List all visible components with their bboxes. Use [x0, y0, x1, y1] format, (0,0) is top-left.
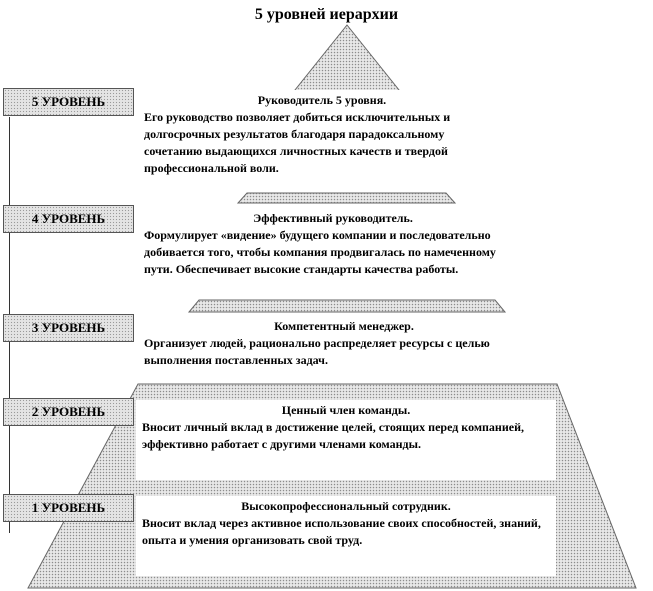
level-4-box: Эффективный руководитель. Формулирует «в…: [138, 208, 528, 280]
level-5-heading: Руководитель 5 уровня.: [257, 93, 387, 107]
level-3-label: 3 УРОВЕНЬ: [3, 314, 134, 342]
level-4-description: Формулирует «видение» будущего компании …: [144, 228, 496, 276]
diagram-title: 5 уровней иерархии: [254, 6, 399, 23]
level-2-heading: Ценный член команды.: [281, 403, 411, 417]
level-1-box: Высокопрофессиональный сотрудник. Вносит…: [136, 496, 556, 576]
level-4-label: 4 УРОВЕНЬ: [3, 205, 134, 233]
level-1-description: Вносит вклад через активное использовани…: [142, 516, 541, 547]
level-4-heading: Эффективный руководитель.: [253, 211, 413, 225]
level-5-description: Его руководство позволяет добиться исклю…: [144, 110, 451, 175]
pyramid-band-2: [236, 192, 457, 204]
pyramid-band-3: [187, 299, 507, 313]
level-1-heading: Высокопрофессиональный сотрудник.: [241, 499, 451, 513]
level-2-label: 2 УРОВЕНЬ: [3, 398, 134, 426]
level-1-label: 1 УРОВЕНЬ: [3, 494, 134, 522]
level-5-box: Руководитель 5 уровня. Его руководство п…: [138, 90, 506, 179]
level-3-heading: Компетентный менеджер.: [274, 319, 414, 333]
pyramid-band-1: [289, 24, 405, 96]
level-2-description: Вносит личный вклад в достижение целей, …: [142, 420, 524, 451]
level-2-box: Ценный член команды. Вносит личный вклад…: [136, 400, 556, 480]
level-3-box: Компетентный менеджер. Организует людей,…: [138, 316, 550, 371]
level-3-description: Организует людей, рационально распределя…: [144, 336, 490, 367]
level-5-label: 5 УРОВЕНЬ: [3, 88, 134, 116]
